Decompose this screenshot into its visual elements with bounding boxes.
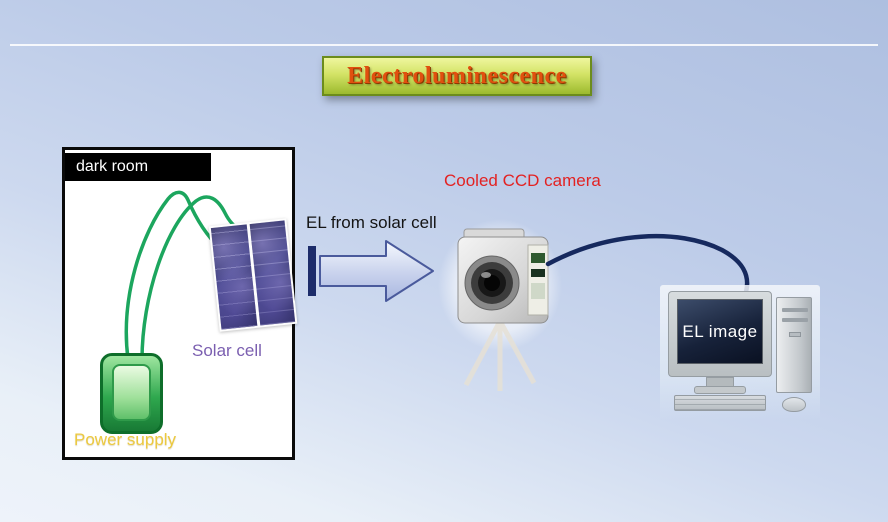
el-image-label: EL image [682, 321, 758, 341]
keyboard [674, 395, 766, 411]
power-wire [124, 190, 222, 361]
tower-power-button [789, 332, 801, 337]
el-arrow-label: EL from solar cell [306, 213, 437, 232]
monitor: EL image [668, 291, 772, 377]
solar-panel [249, 220, 296, 326]
camera-lens-core [484, 275, 500, 291]
arrow-pole [308, 246, 316, 296]
camera-cable [545, 233, 750, 295]
title-banner: Electroluminescence [322, 56, 592, 96]
tower-drive-slot [782, 308, 808, 312]
mouse [782, 397, 806, 412]
dark-room-label: dark room [76, 158, 149, 175]
camera-circuit [531, 253, 545, 263]
page-title: Electroluminescence [347, 62, 567, 89]
computer-tower [776, 297, 812, 393]
power-supply-label: Power supply [74, 430, 177, 449]
lens-highlight [481, 272, 491, 278]
right-arrow-icon [319, 240, 434, 302]
computer-illustration: EL image [660, 285, 820, 420]
solar-cell-label: Solar cell [192, 341, 262, 360]
camera-circuit [531, 283, 545, 299]
ccd-camera-illustration [438, 219, 562, 391]
camera-circuit [531, 269, 545, 277]
dark-room-header: dark room [65, 153, 211, 181]
monitor-base [694, 386, 746, 394]
tripod-legs [463, 319, 537, 391]
el-arrow-graphic [308, 240, 434, 302]
cable-wire [545, 233, 750, 295]
solar-cell-illustration [208, 218, 298, 332]
monitor-screen: EL image [677, 299, 763, 364]
camera-label: Cooled CCD camera [444, 171, 601, 190]
power-supply-screen [112, 364, 151, 421]
tower-drive-slot [782, 318, 808, 322]
top-divider-line [10, 44, 878, 46]
power-supply-illustration [100, 353, 163, 434]
